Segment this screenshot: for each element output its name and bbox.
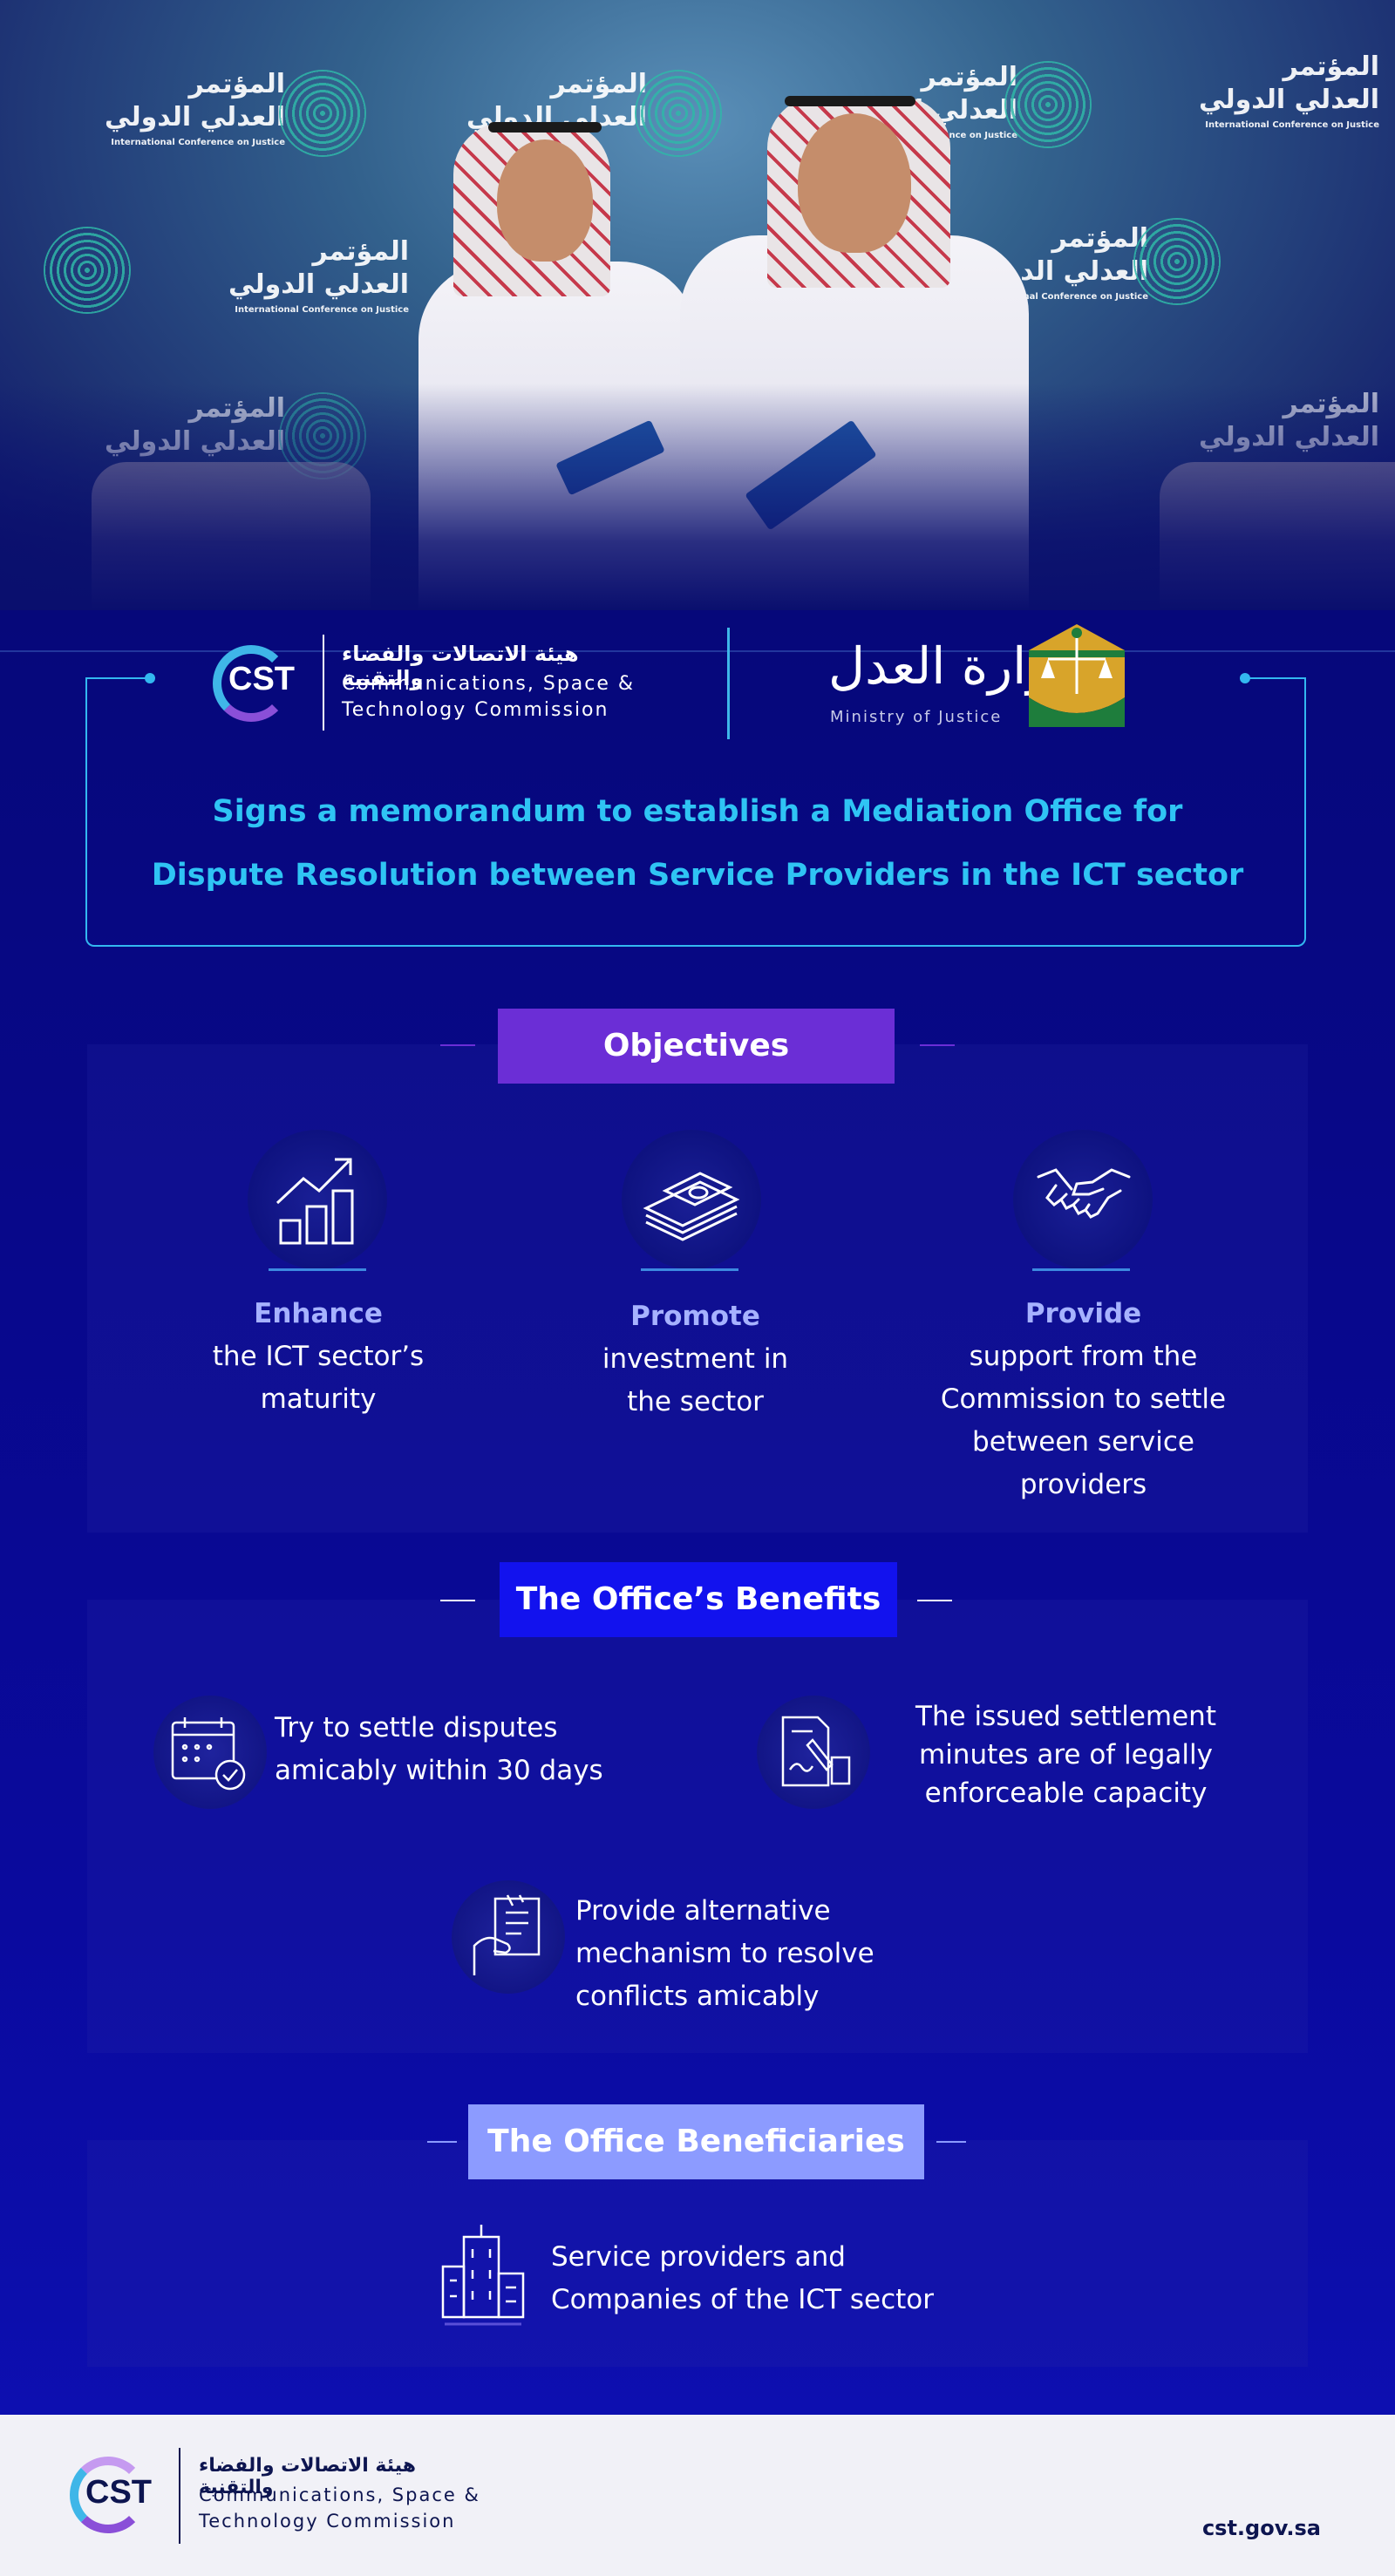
benefits-heading: The Office’s Benefits (500, 1562, 897, 1637)
signed-document-icon (781, 1716, 851, 1787)
backdrop-ring-icon (44, 227, 131, 314)
objective-icon-circle (1013, 1130, 1153, 1269)
cst-name-en-2: Technology Commission (199, 2511, 456, 2532)
objectives-heading: Objectives (498, 1009, 895, 1084)
logo-divider (727, 628, 730, 739)
objective-text-3: Provide support from the Commission to s… (907, 1293, 1260, 1506)
moj-emblem-icon (1029, 624, 1125, 727)
handshake-icon (1037, 1168, 1131, 1219)
backdrop-ring-icon (1004, 61, 1092, 148)
cst-name-en-2: Technology Commission (342, 699, 609, 721)
benefit-line: Provide alternative (575, 1895, 831, 1927)
objective-underline (269, 1268, 366, 1271)
title-frame (85, 677, 1306, 947)
benefit-line: The issued settlement (915, 1701, 1216, 1732)
benefit-line: enforceable capacity (924, 1777, 1208, 1809)
cst-mark-icon (213, 645, 289, 722)
benefit-line: minutes are of legally (919, 1739, 1213, 1771)
benefits-panel (87, 1600, 1308, 2053)
benefit-text-1: Try to settle disputes amicably within 3… (275, 1707, 658, 1792)
beneficiaries-line: Service providers and (551, 2241, 846, 2273)
benefit-line: conflicts amicably (575, 1981, 820, 2012)
objective-line: providers (1019, 1469, 1147, 1500)
backdrop-ring-icon (1133, 218, 1221, 305)
heading-dash (427, 2141, 457, 2143)
benefit-text-3: Provide alternative mechanism to resolve… (575, 1890, 924, 2018)
backdrop-ring-icon (635, 70, 722, 157)
objective-icon-circle (248, 1130, 387, 1269)
heading-dash (440, 1044, 475, 1046)
heading-dash (936, 2141, 966, 2143)
objective-line: the ICT sector’s (212, 1341, 425, 1372)
objective-line: the sector (627, 1386, 764, 1417)
beneficiaries-line: Companies of the ICT sector (551, 2284, 934, 2315)
heading-dash (440, 1600, 475, 1601)
calendar-check-icon (171, 1717, 246, 1791)
objective-line: maturity (260, 1383, 377, 1415)
cst-logo-text: CST (85, 2474, 152, 2511)
objective-text-1: Enhance the ICT sector’s maturity (166, 1293, 471, 1421)
cst-mark-icon (70, 2457, 146, 2533)
cst-name-ar: هيئة الاتصالات والفضاء والتقنية (342, 642, 579, 690)
frame-dot (145, 673, 155, 683)
frame-top-left (85, 677, 150, 679)
objective-line: Commission to settle (940, 1383, 1227, 1415)
divider-line (0, 650, 1395, 652)
money-stack-icon (643, 1172, 740, 1241)
heading-dash (920, 1044, 955, 1046)
cst-name-ar: هيئة الاتصالات والفضاء والتقنية (199, 2455, 416, 2498)
heading-dash (917, 1600, 952, 1601)
benefit-line: Try to settle disputes (275, 1712, 558, 1743)
benefit-line: amicably within 30 days (275, 1755, 603, 1786)
footer (0, 2415, 1395, 2576)
objective-lead: Provide (1024, 1298, 1142, 1329)
buildings-icon (441, 2225, 525, 2326)
growth-chart-icon (276, 1158, 354, 1245)
objective-lead: Promote (630, 1301, 760, 1332)
beneficiaries-heading: The Office Beneficiaries (468, 2104, 924, 2179)
objective-underline (641, 1268, 738, 1271)
objective-line: between service (972, 1426, 1194, 1458)
logo-separator (179, 2448, 180, 2544)
website-link[interactable]: cst.gov.sa (1201, 2516, 1321, 2540)
logo-separator (323, 635, 324, 731)
objective-underline (1032, 1268, 1130, 1271)
objective-lead: Enhance (254, 1298, 383, 1329)
moj-name-en: Ministry of Justice (830, 708, 1003, 726)
headline-line-1: Signs a memorandum to establish a Mediat… (212, 794, 1183, 829)
objective-line: investment in (602, 1343, 789, 1375)
objective-line: support from the (969, 1341, 1198, 1372)
benefit-line: mechanism to resolve (575, 1938, 874, 1969)
headline-line-2: Dispute Resolution between Service Provi… (151, 858, 1244, 893)
cst-name-en-1: Communications, Space & (199, 2484, 480, 2505)
cst-logo-text: CST (228, 661, 295, 697)
cst-name-en-1: Communications, Space & (342, 673, 636, 695)
beneficiaries-text: Service providers and Companies of the I… (551, 2236, 1039, 2321)
frame-top-right (1245, 677, 1306, 679)
objectives-panel (87, 1044, 1308, 1533)
headline: Signs a memorandum to establish a Mediat… (96, 780, 1299, 907)
hand-document-icon (473, 1894, 541, 1975)
backdrop-ring-icon (279, 70, 366, 157)
objective-text-2: Promote investment in the sector (541, 1295, 850, 1424)
benefit-text-2: The issued settlement minutes are of leg… (881, 1697, 1251, 1812)
